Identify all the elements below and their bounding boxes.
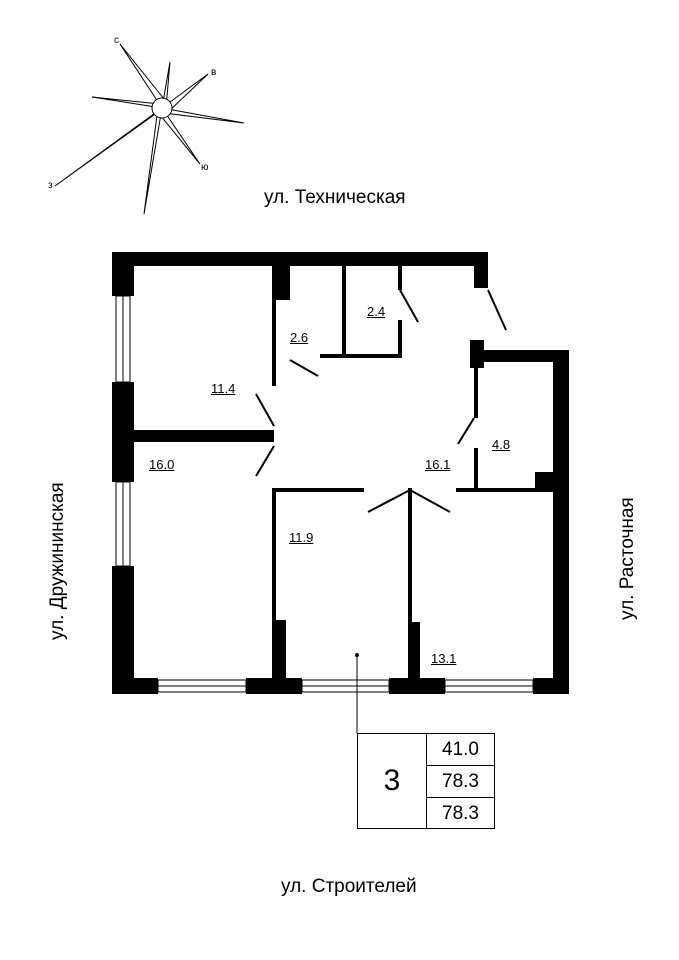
room-area-bedroom-middle: 11.9	[289, 530, 314, 545]
compass-east-label: в	[211, 67, 217, 78]
street-bottom: ул. Строителей	[281, 876, 417, 897]
compass-north-label: с	[114, 35, 119, 46]
room-area-hall: 16.1	[425, 457, 451, 472]
room-area-bedroom-left: 16.0	[149, 457, 175, 472]
compass-rose-icon	[54, 43, 245, 215]
room-area-toilet: 2.4	[367, 304, 386, 319]
leader-dot	[355, 653, 359, 657]
room-area-bedroom-top-left: 11.4	[211, 381, 236, 396]
walls	[112, 252, 569, 694]
street-right: ул. Расточная	[617, 497, 638, 620]
compass-west-label: з	[48, 180, 53, 191]
room-count: 3	[358, 734, 427, 828]
room-area-kitchen: 13.1	[431, 651, 457, 666]
total-area-value-2: 78.3	[442, 802, 479, 824]
street-top: ул. Техническая	[264, 187, 406, 208]
total-area-value: 78.3	[427, 766, 494, 798]
doors	[255, 289, 507, 513]
compass-south-label: ю	[201, 162, 209, 173]
room-area-bathroom: 2.6	[290, 330, 309, 345]
area-summary-table: 3 41.0 78.3 78.3	[357, 733, 495, 829]
living-area-value: 41.0	[427, 734, 494, 766]
room-area-storage: 4.8	[492, 437, 511, 452]
windows	[115, 295, 534, 693]
street-left: ул. Дружининская	[47, 482, 68, 640]
